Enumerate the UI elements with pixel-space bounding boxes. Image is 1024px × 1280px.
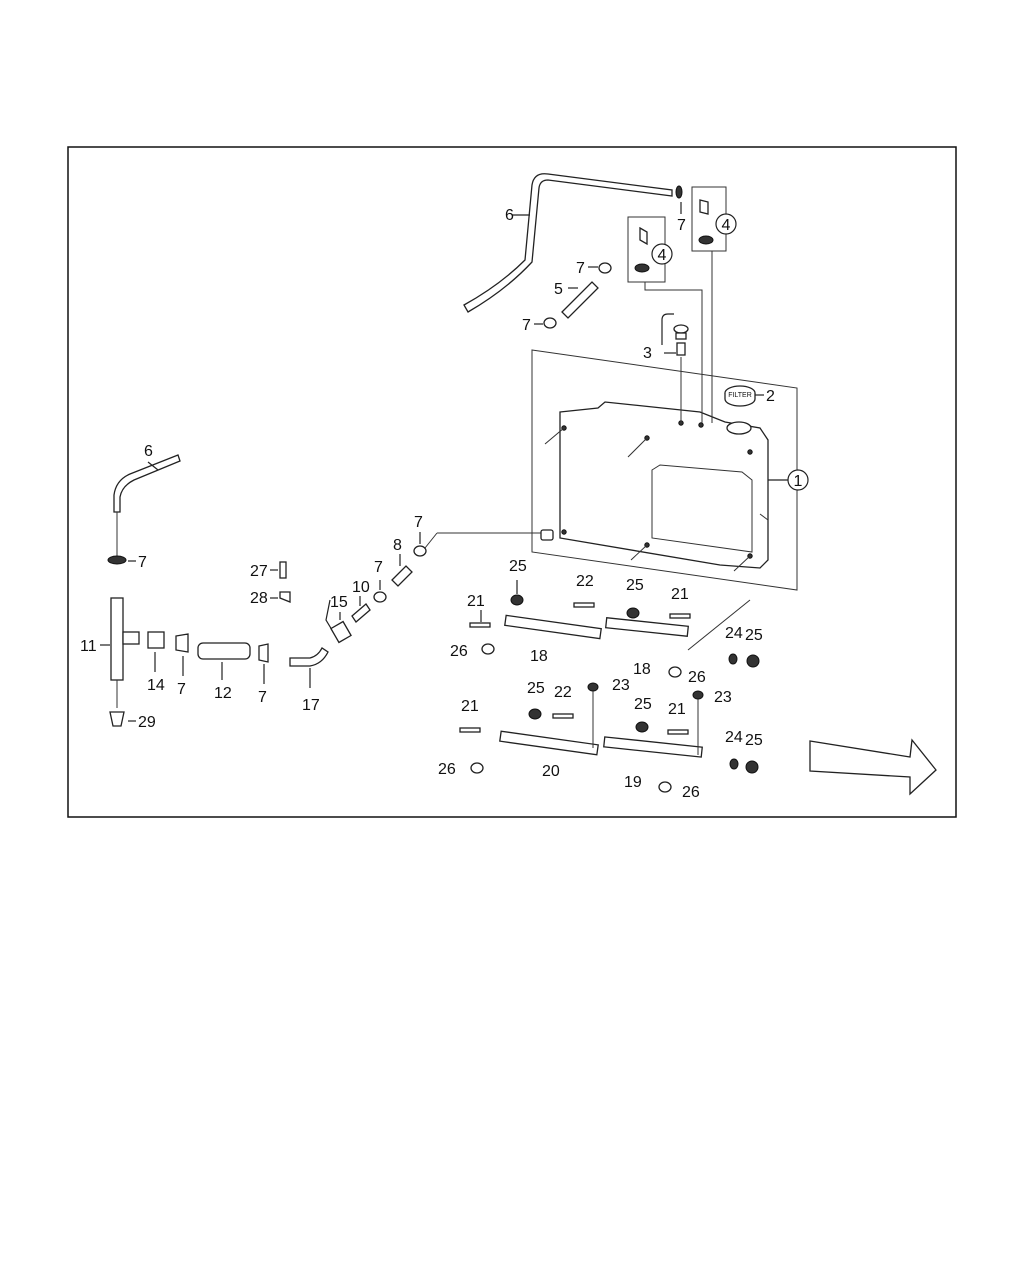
- label-21d: 21: [668, 701, 686, 718]
- label-25b: 25: [626, 577, 644, 594]
- label-24a: 24: [725, 625, 743, 642]
- label-23b: 23: [714, 689, 732, 706]
- label-15: 15: [330, 594, 348, 611]
- label-27: 27: [250, 563, 268, 580]
- right-arrow-icon: [809, 738, 937, 796]
- label-26d: 26: [682, 784, 700, 801]
- label-7d: 7: [138, 554, 147, 571]
- label-4a: 4: [658, 247, 667, 264]
- label-21b: 21: [671, 586, 689, 603]
- label-28: 28: [250, 590, 268, 607]
- label-25e: 25: [634, 696, 652, 713]
- label-25c: 25: [745, 627, 763, 644]
- label-26c: 26: [438, 761, 456, 778]
- label-6b: 6: [144, 443, 153, 460]
- label-7g: 7: [374, 559, 383, 576]
- label-7e: 7: [177, 681, 186, 698]
- label-7a: 7: [677, 217, 686, 234]
- label-7f: 7: [258, 689, 267, 706]
- label-4b: 4: [722, 217, 731, 234]
- straps-lower: 25 21 26 20 22 23 25 21 23 19 26 24 25: [438, 677, 763, 801]
- label-21c: 21: [461, 698, 479, 715]
- callout-circle-1: [787, 469, 809, 491]
- diagram-frame: [67, 146, 957, 818]
- cap-text: FILTER: [728, 392, 752, 399]
- label-25a: 25: [509, 558, 527, 575]
- label-5: 5: [554, 281, 563, 298]
- tank-panel: [531, 349, 798, 591]
- label-17: 17: [302, 697, 320, 714]
- label-25f: 25: [745, 732, 763, 749]
- drain-assembly: 6 7 11 29 14 7 12 7 17: [80, 443, 427, 731]
- label-24b: 24: [725, 729, 743, 746]
- label-2: 2: [766, 388, 775, 405]
- label-10: 10: [352, 579, 370, 596]
- vent-fittings: 4 4: [627, 186, 737, 423]
- label-14: 14: [147, 677, 165, 694]
- label-7h: 7: [414, 514, 423, 531]
- label-12: 12: [214, 685, 232, 702]
- label-29: 29: [138, 714, 156, 731]
- label-21a: 21: [467, 593, 485, 610]
- short-hose-5: 7 5 7: [522, 260, 612, 334]
- label-7c: 7: [522, 317, 531, 334]
- label-3: 3: [643, 345, 652, 362]
- straps-upper: 25 21 26 18 22 25 21 18 26 24 25: [450, 558, 763, 686]
- label-22b: 22: [554, 684, 572, 701]
- label-26b: 26: [688, 669, 706, 686]
- label-1: 1: [794, 473, 803, 490]
- label-18b: 18: [633, 661, 651, 678]
- label-8: 8: [393, 537, 402, 554]
- label-20: 20: [542, 763, 560, 780]
- label-22a: 22: [576, 573, 594, 590]
- label-11: 11: [80, 638, 97, 655]
- label-19: 19: [624, 774, 642, 791]
- label-23a: 23: [612, 677, 630, 694]
- label-18a: 18: [530, 648, 548, 665]
- label-7b: 7: [576, 260, 585, 277]
- vent-hose-upper: 6 7: [463, 173, 686, 313]
- label-25d: 25: [527, 680, 545, 697]
- tank-group: FILTER 2 1: [531, 349, 809, 591]
- tank-body: [559, 401, 769, 569]
- label-26a: 26: [450, 643, 468, 660]
- sender-unit: 3: [643, 313, 689, 423]
- label-6a: 6: [505, 207, 514, 224]
